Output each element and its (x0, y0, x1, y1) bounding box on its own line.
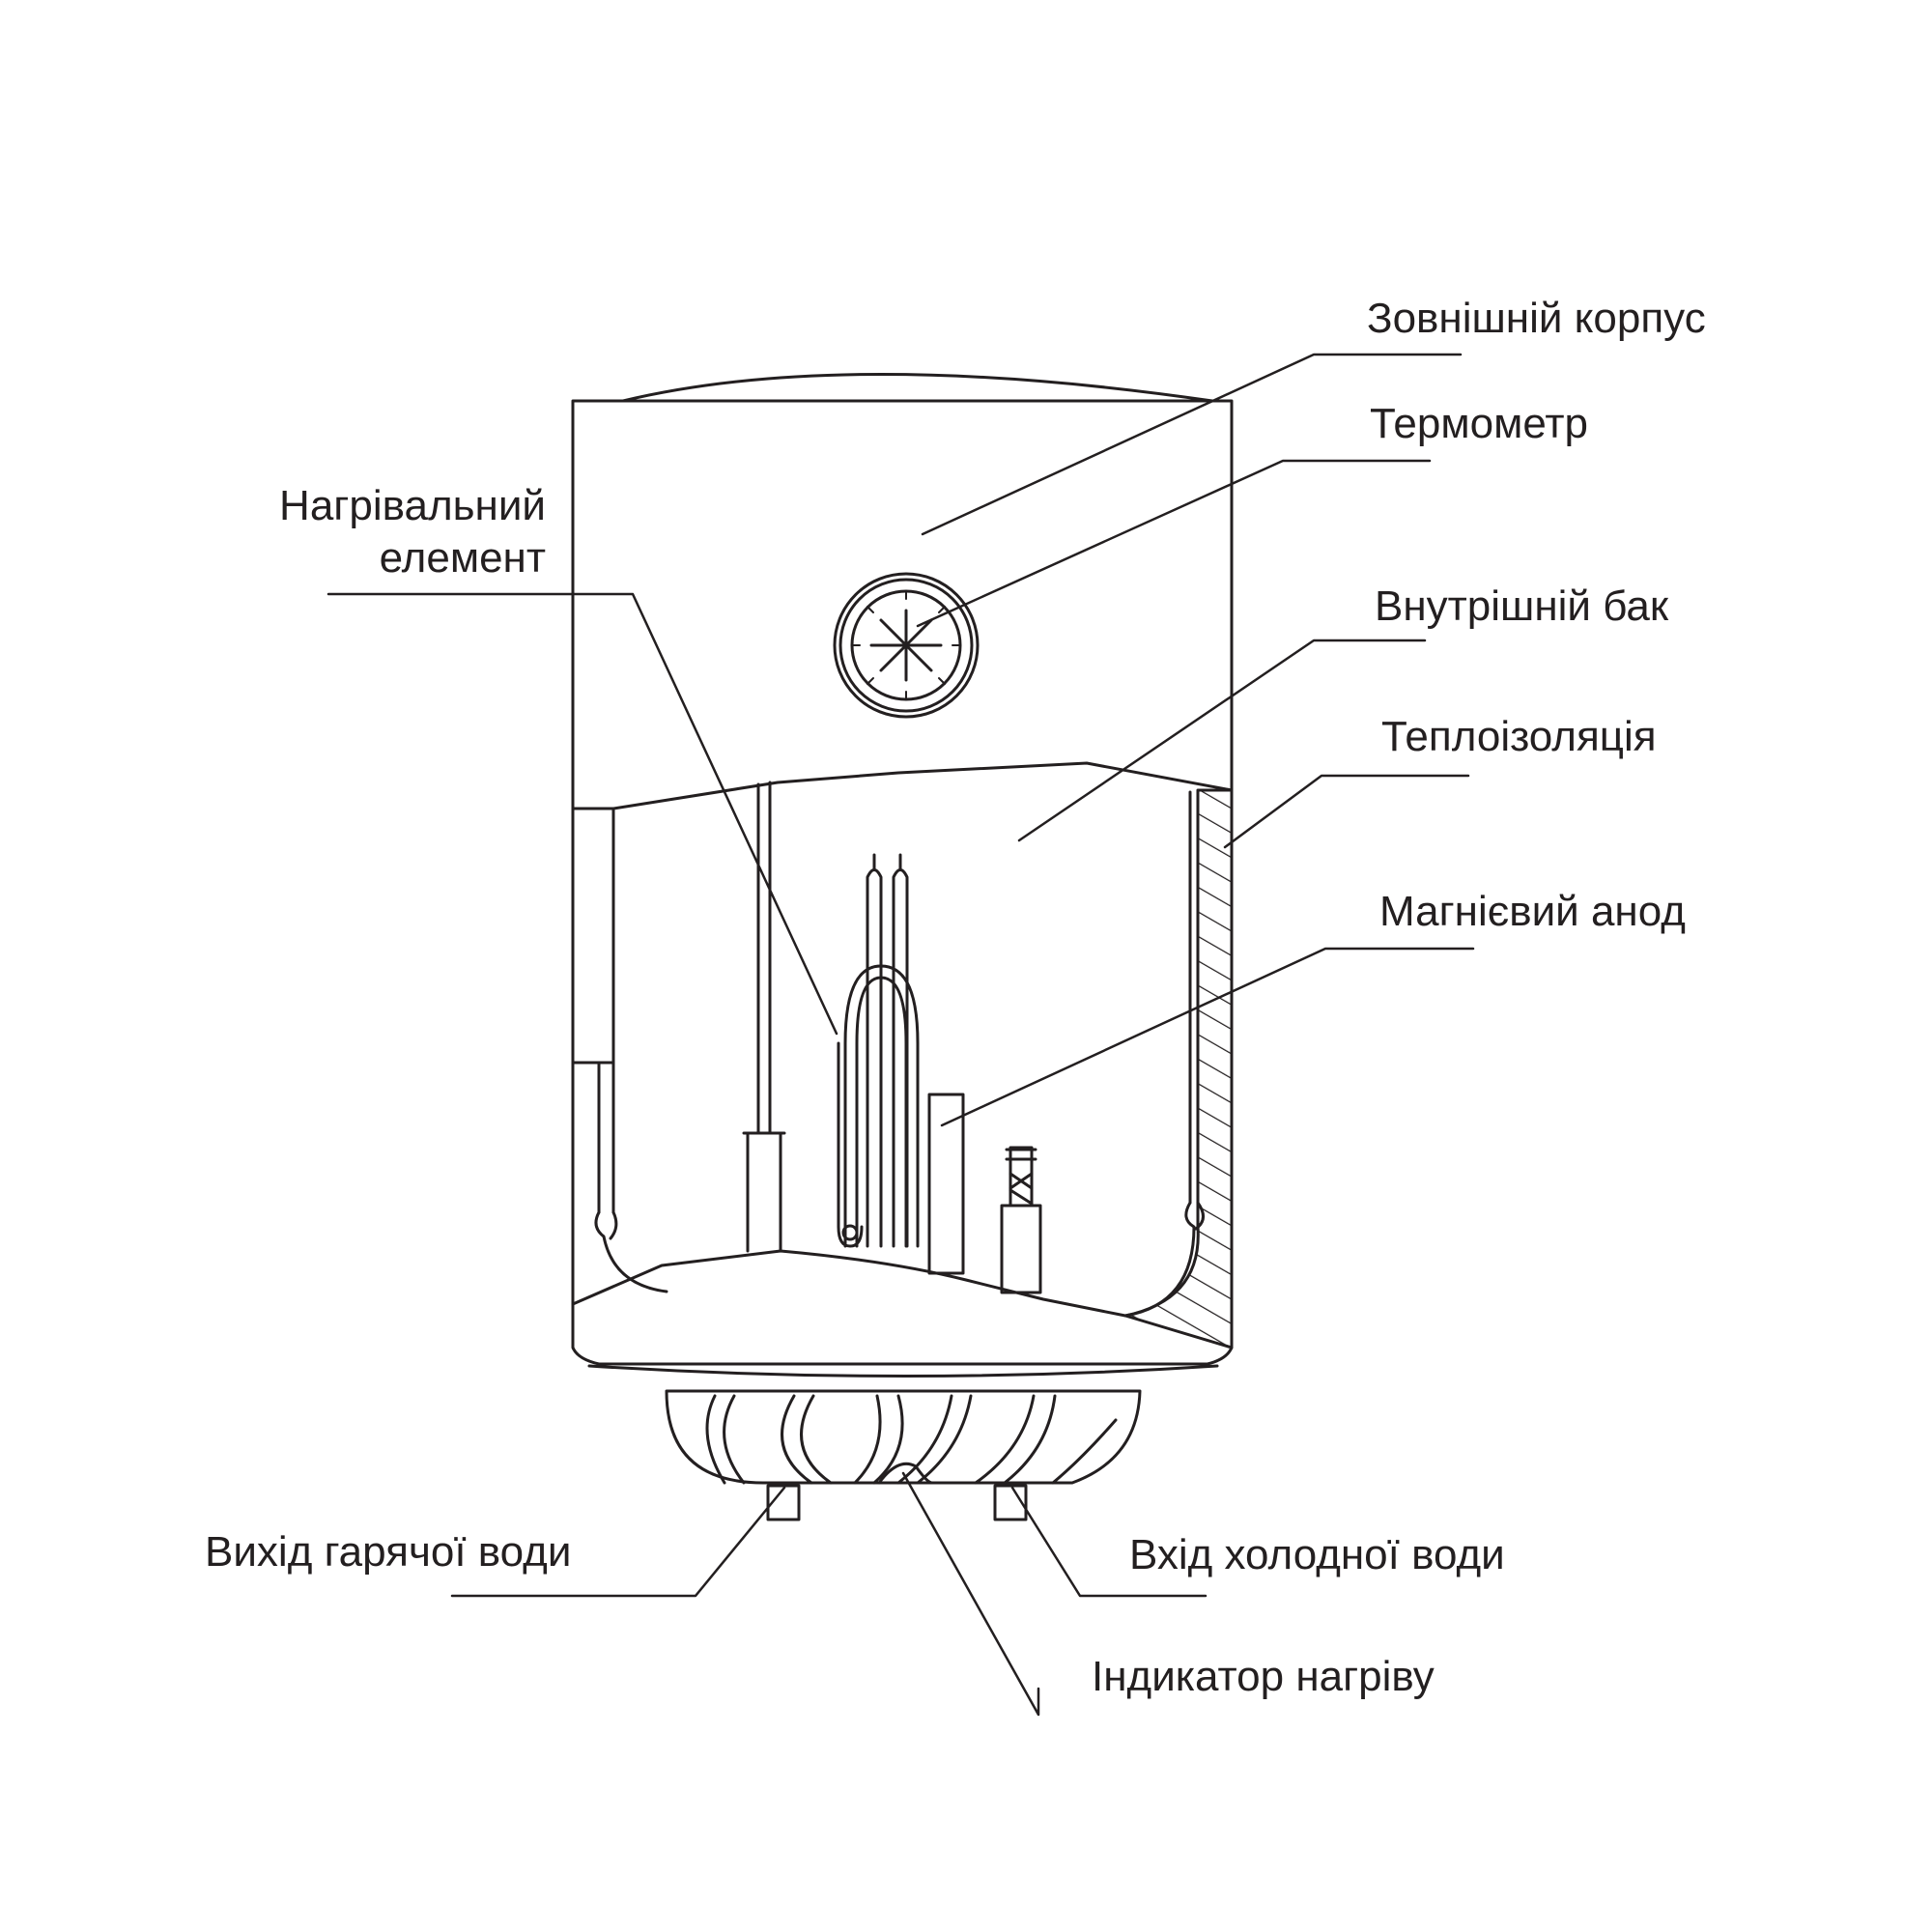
cutaway-edge (571, 761, 1234, 810)
cold-water-pipe (993, 1484, 1028, 1521)
hot-water-pipe (766, 1484, 801, 1521)
heating-indicator-label: Індикатор нагріву (1092, 1653, 1435, 1700)
outer-casing-label: Зовнішній корпус (1367, 295, 1706, 342)
heating-element-label: Нагрівальний елемент (225, 480, 546, 584)
inner-tank-label: Внутрішній бак (1375, 582, 1669, 630)
sensor-icon (1000, 1146, 1042, 1294)
thermometer-label: Термометр (1370, 400, 1588, 447)
thermometer-icon (833, 572, 980, 719)
left-wall (571, 807, 668, 1293)
heating-element-label-line2: елемент (379, 534, 546, 582)
insulation-label: Теплоізоляція (1381, 713, 1657, 760)
leader-lines (327, 353, 1475, 1717)
tank-bottom (571, 1249, 1127, 1318)
heating-element-label-line1: Нагрівальний (279, 482, 546, 529)
hot-water-outlet-label: Вихід гарячої води (205, 1528, 572, 1576)
magnesium-anode-label: Магнієвий анод (1379, 888, 1686, 935)
magnesium-anode-icon (927, 1093, 965, 1275)
inner-tank (742, 781, 1205, 1318)
heating-indicator-icon (877, 1462, 934, 1485)
insulation (1123, 788, 1234, 1350)
cold-water-inlet-label: Вхід холодної води (1129, 1531, 1505, 1578)
heating-element-icon (837, 853, 920, 1248)
bottom-cover (665, 1389, 1142, 1485)
outer-casing (571, 373, 1234, 1378)
